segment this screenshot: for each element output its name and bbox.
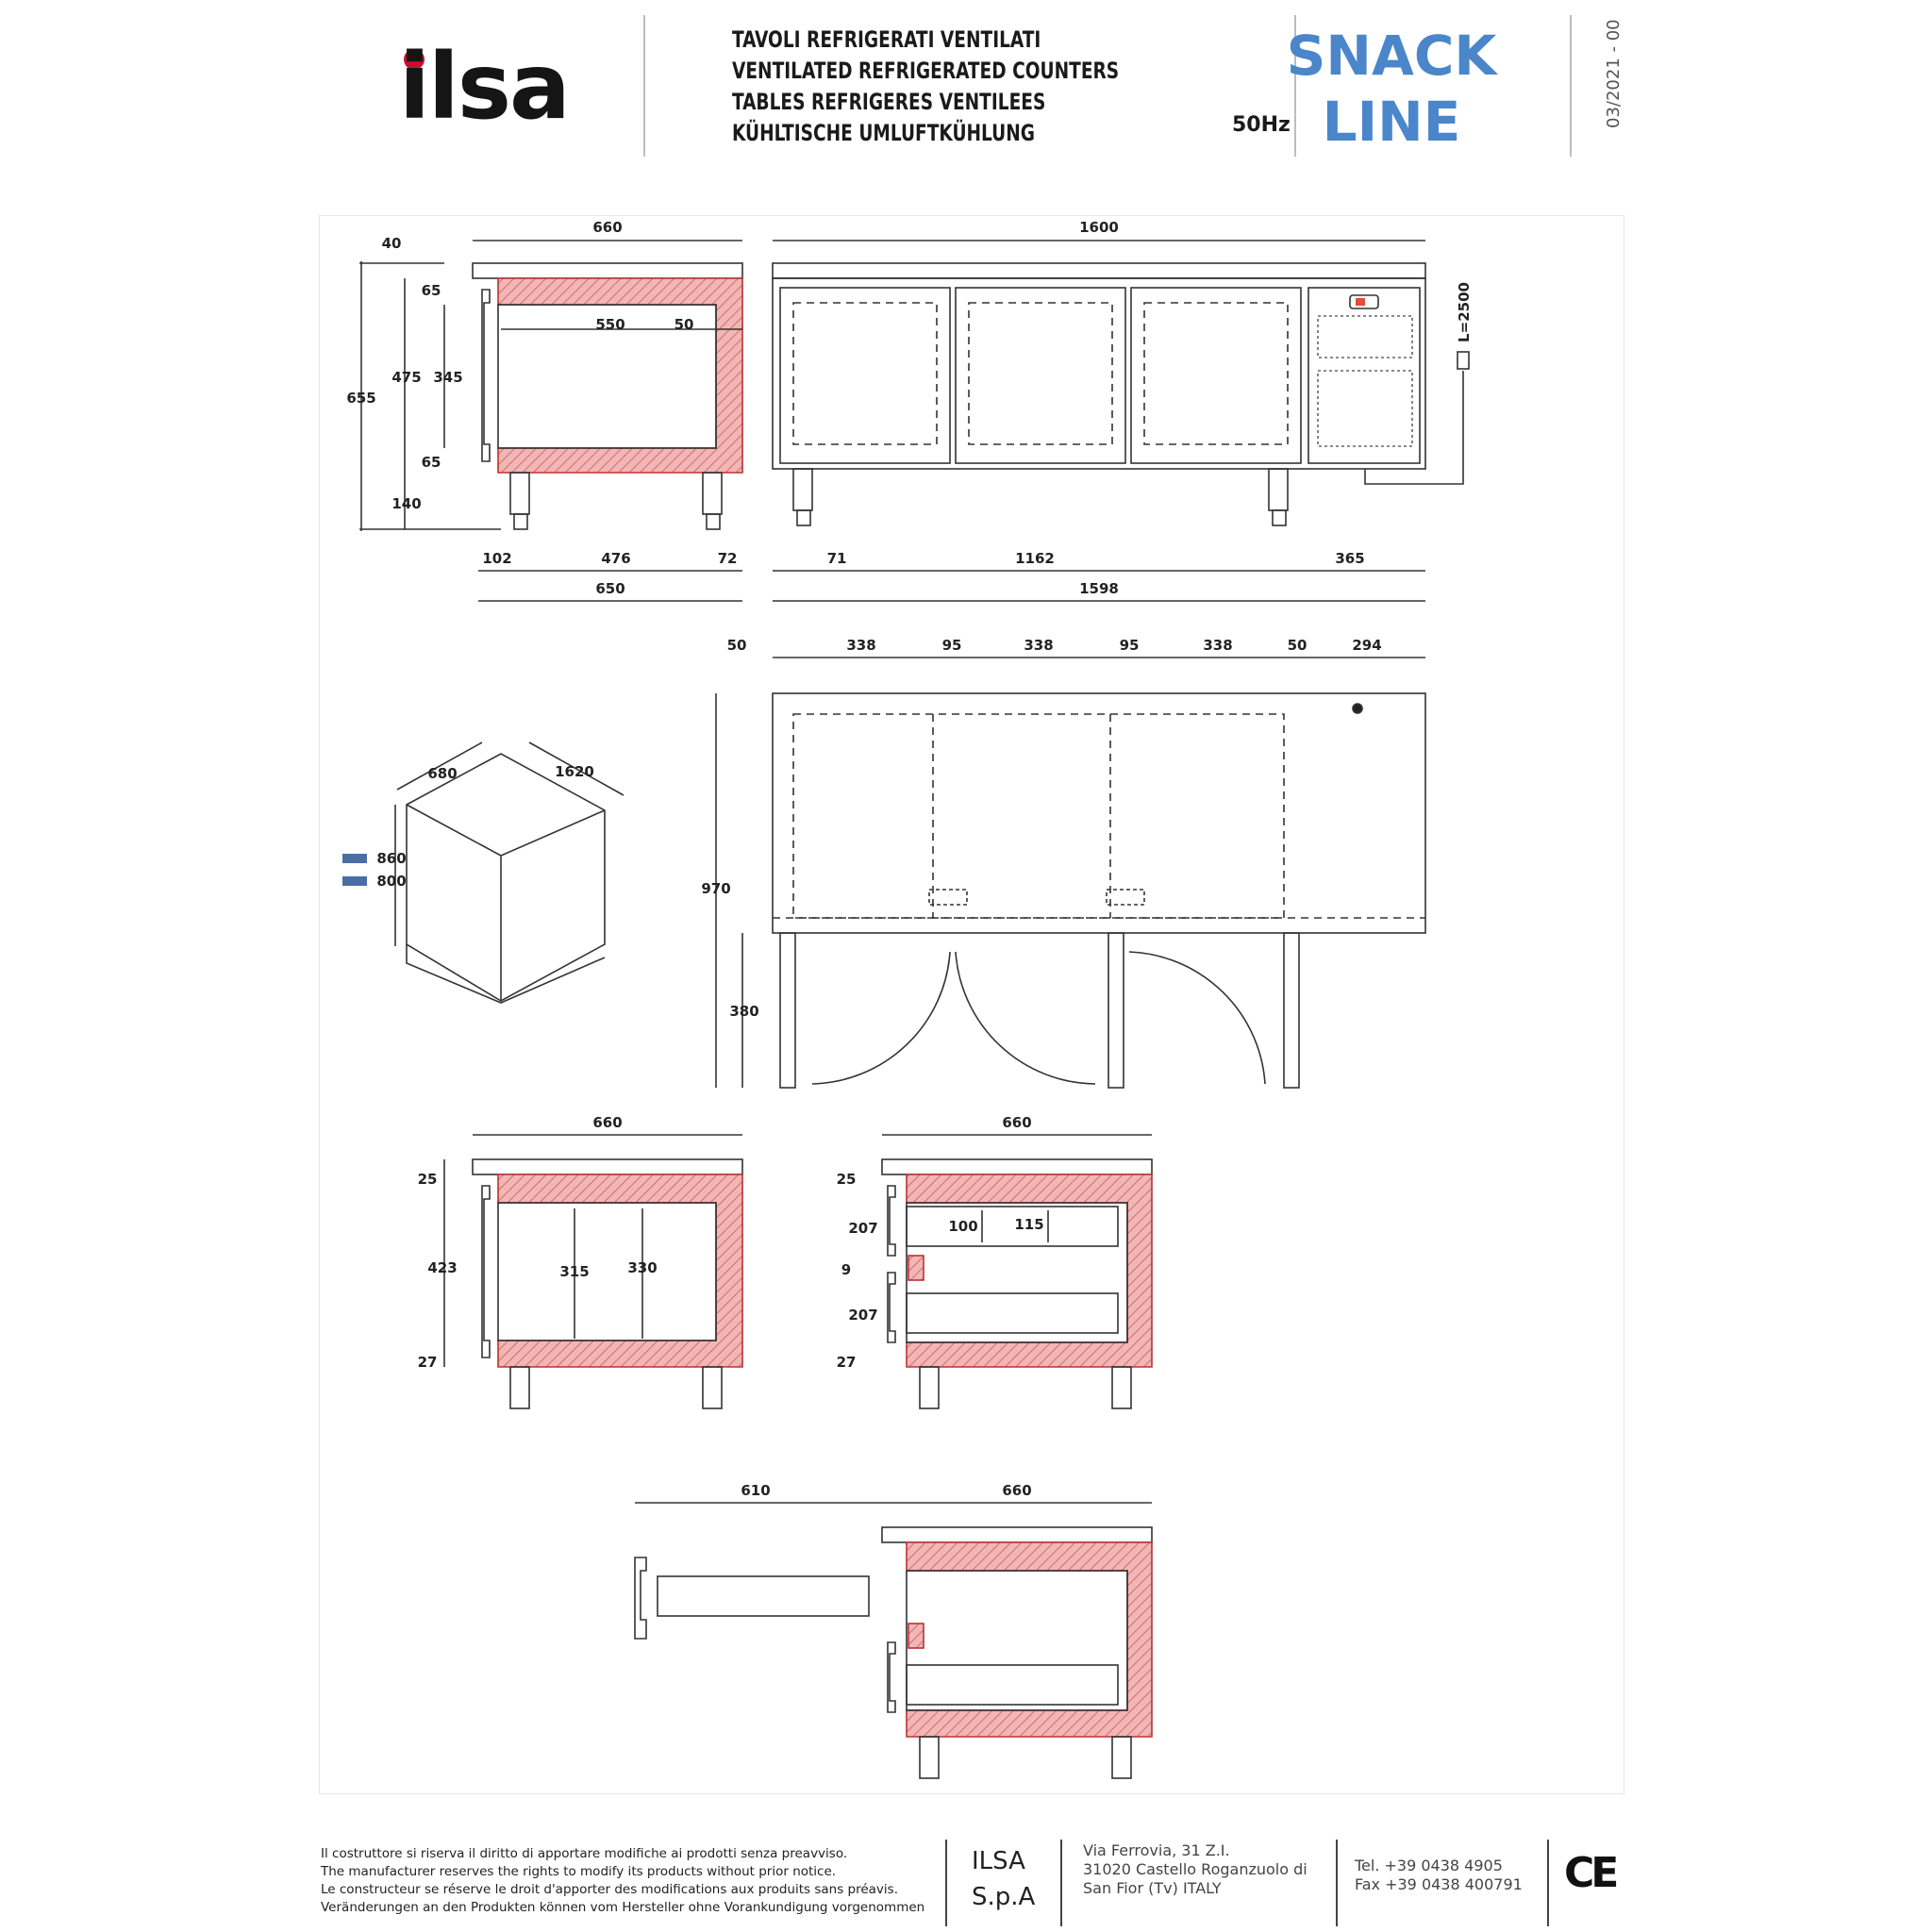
drawing-canvas: 660 40 65 475 345 655 65 140 550 50 102 … (342, 219, 1473, 1779)
dim-front-base-width: 1598 (1079, 580, 1119, 597)
dim-side-foot-span: 476 (601, 550, 630, 567)
disclaimer-english: The manufacturer reserves the rights to … (321, 1864, 837, 1879)
disclaimer: Il costruttore si riserva il diritto di … (321, 1845, 924, 1917)
header: ilsa TAVOLI REFRIGERATI VENTILATI VENTIL… (319, 15, 1624, 157)
dim-pack-height-1: 860 (376, 850, 406, 867)
product-line: SNACK LINE (1274, 23, 1509, 155)
dim-side-top-thk: 40 (382, 235, 402, 252)
company-name-line-2: S.p.A (972, 1883, 1036, 1911)
address-line-1: Via Ferrovia, 31 Z.I. (1083, 1841, 1230, 1859)
dim-side-foot-back: 72 (718, 550, 738, 567)
dim-drawer-open-width: 660 (1002, 1482, 1031, 1499)
package-view (342, 741, 625, 1004)
footer-divider (1547, 1840, 1549, 1926)
company-name: ILSA S.p.A (972, 1843, 1035, 1915)
footer-divider (1336, 1840, 1338, 1926)
company-name-line-1: ILSA (972, 1847, 1025, 1875)
dim-drawer-1: 207 (848, 1220, 877, 1237)
dim-tray-shelf-h1: 315 (559, 1263, 589, 1280)
dim-drawer-top: 25 (837, 1171, 857, 1188)
section-drawers (881, 1134, 1153, 1409)
title-german: KÜHLTISCHE UMLUFTKÜHLUNG (732, 120, 1036, 146)
dim-side-wall-top: 65 (422, 282, 441, 299)
dim-drawer-gap: 9 (841, 1261, 851, 1278)
dim-drawer-width: 660 (1002, 1114, 1031, 1131)
product-line-word-1: SNACK (1286, 24, 1497, 88)
dim-pack-height-2: 800 (376, 873, 406, 890)
plan-view (715, 657, 1426, 1089)
dim-tray-shelf-h2: 330 (627, 1259, 657, 1276)
header-divider (1570, 15, 1572, 157)
dim-plan-seg-2: 50 (1288, 637, 1307, 654)
footer-divider (945, 1840, 947, 1926)
document-revision: 03/2021 - 00 (1604, 19, 1624, 128)
footer: Il costruttore si riserva il diritto di … (321, 1830, 1623, 1926)
brand-dot (404, 49, 425, 70)
dim-tray-width: 660 (592, 1114, 622, 1131)
dim-plan-door-3: 338 (1203, 637, 1232, 654)
product-titles: TAVOLI REFRIGERATI VENTILATI VENTILATED … (732, 25, 1119, 149)
footer-divider (1060, 1840, 1062, 1926)
dim-side-inner-w: 550 (595, 316, 625, 333)
side-view (359, 240, 743, 602)
dim-side-wall-bottom: 65 (422, 454, 441, 471)
dim-side-inner-h: 475 (391, 369, 421, 386)
dim-plan-gap-2: 95 (1120, 637, 1140, 654)
dim-tray-inner: 423 (427, 1259, 457, 1276)
dim-pack-width: 1620 (555, 763, 594, 780)
company-address: Via Ferrovia, 31 Z.I. 31020 Castello Rog… (1083, 1841, 1307, 1898)
title-english: VENTILATED REFRIGERATED COUNTERS (732, 58, 1120, 84)
dim-plan-unit: 294 (1352, 637, 1381, 654)
dim-side-total-h: 655 (346, 390, 375, 407)
dim-front-leg-right: 365 (1335, 550, 1364, 567)
dim-plan-height: 970 (701, 880, 730, 897)
company-contacts: Tel. +39 0438 4905 Fax +39 0438 400791 (1355, 1857, 1523, 1894)
dim-side-top-width: 660 (592, 219, 622, 236)
dim-drawer-pan-2: 115 (1014, 1216, 1043, 1233)
dim-tray-top: 25 (418, 1171, 438, 1188)
dim-drawer-bottom: 27 (837, 1354, 857, 1371)
dim-front-leg-span: 1162 (1015, 550, 1055, 567)
product-line-word-2: LINE (1322, 90, 1461, 154)
brand-logo: ilsa (399, 34, 571, 140)
dim-side-legs-h: 140 (391, 495, 421, 512)
title-italian: TAVOLI REFRIGERATI VENTILATI (732, 26, 1041, 53)
dim-pack-depth: 680 (427, 765, 457, 782)
fax: Fax +39 0438 400791 (1355, 1875, 1523, 1893)
dim-drawer-extension: 610 (741, 1482, 770, 1499)
address-line-2: 31020 Castello Roganzuolo di (1083, 1860, 1307, 1878)
disclaimer-german: Veränderungen an den Produkten können vo… (321, 1900, 925, 1915)
dim-side-door-h: 345 (433, 369, 462, 386)
dim-drawer-2: 207 (848, 1307, 877, 1324)
header-divider (643, 15, 645, 157)
dim-plan-gap-1: 95 (942, 637, 962, 654)
ce-mark-icon: CE (1564, 1849, 1619, 1897)
dim-side-back-wall: 50 (675, 316, 694, 333)
disclaimer-italian: Il costruttore si riserva il diritto di … (321, 1846, 848, 1861)
header-divider (1294, 15, 1296, 157)
address-line-3: San Fior (Tv) ITALY (1083, 1879, 1222, 1897)
dim-plan-door-swing: 380 (729, 1003, 758, 1020)
dimension-labels: 660 40 65 475 345 655 65 140 550 50 102 … (346, 219, 1473, 1499)
dim-plan-door-2: 338 (1024, 637, 1053, 654)
dim-side-foot-front: 102 (482, 550, 511, 567)
front-view (772, 240, 1470, 602)
technical-drawing: 660 40 65 475 345 655 65 140 550 50 102 … (319, 215, 1624, 1794)
dim-front-leg-left: 71 (827, 550, 847, 567)
dim-front-width: 1600 (1079, 219, 1119, 236)
dim-drawer-pan-1: 100 (948, 1218, 977, 1235)
telephone: Tel. +39 0438 4905 (1355, 1857, 1503, 1874)
dim-tray-bottom: 27 (418, 1354, 438, 1371)
section-drawer-open (634, 1502, 1153, 1779)
dim-cable-length: L=2500 (1456, 282, 1473, 342)
section-trays (443, 1134, 743, 1409)
disclaimer-french: Le constructeur se réserve le droit d'ap… (321, 1882, 898, 1897)
dim-plan-door-1: 338 (846, 637, 875, 654)
title-french: TABLES REFRIGERES VENTILEES (732, 89, 1046, 115)
frequency: 50Hz (1232, 113, 1291, 137)
dim-plan-seg-1: 50 (727, 637, 747, 654)
dim-side-base-depth: 650 (595, 580, 625, 597)
